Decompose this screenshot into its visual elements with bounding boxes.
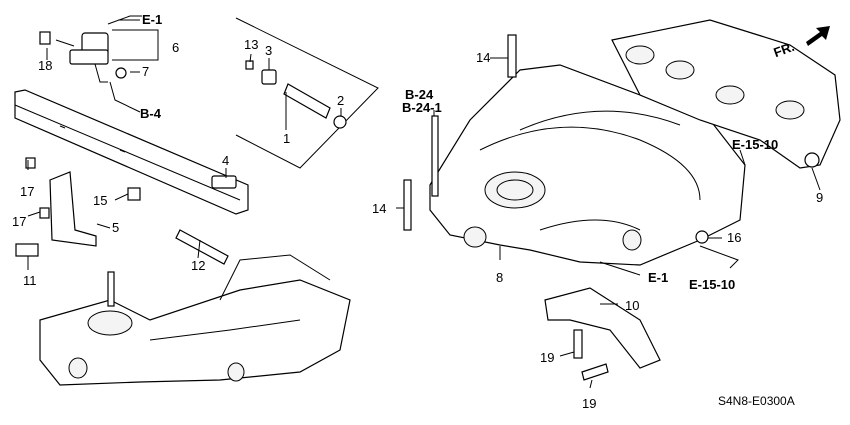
stud-b24 — [431, 115, 439, 197]
callout-19a: 19 — [540, 350, 554, 365]
callout-4: 4 — [222, 153, 229, 168]
callout-7: 7 — [142, 64, 149, 79]
callout-6: 6 — [172, 40, 179, 55]
fuel-rail — [14, 89, 249, 215]
callout-9: 9 — [816, 190, 823, 205]
callout-18: 18 — [38, 58, 52, 73]
ref-e15-10-bottom: E-15-10 — [689, 277, 735, 292]
bracket-10 — [544, 287, 661, 369]
callout-15: 15 — [93, 193, 107, 208]
bolt-19b — [581, 363, 609, 381]
callout-8: 8 — [496, 270, 503, 285]
callout-17a: 17 — [20, 184, 34, 199]
pressure-regulator — [69, 15, 142, 83]
intake-manifold-right — [403, 34, 746, 266]
callout-14a: 14 — [476, 50, 490, 65]
ref-e1-right: E-1 — [648, 270, 668, 285]
injector-12 — [175, 229, 229, 265]
o-ring-2 — [333, 115, 347, 129]
diagram-code: S4N8-E0300A — [718, 394, 795, 408]
nut-15 — [127, 187, 141, 201]
nut-16 — [695, 230, 709, 244]
direction-label: FR. — [772, 39, 797, 60]
ref-b24-1: B-24-1 — [402, 100, 442, 115]
bolt-17a — [25, 157, 36, 169]
intake-manifold-left — [39, 254, 351, 386]
callout-17b: 17 — [12, 214, 26, 229]
o-ring-7 — [115, 67, 127, 79]
cushion-3 — [261, 69, 277, 85]
callout-19b: 19 — [582, 396, 596, 411]
clip-11 — [15, 243, 39, 257]
bracket-5 — [49, 171, 97, 247]
injector-body — [283, 83, 331, 119]
bolt-19a — [573, 329, 583, 359]
ref-b24: B-24 — [405, 87, 434, 102]
callout-11: 11 — [23, 273, 37, 288]
ref-b4: B-4 — [140, 106, 162, 121]
ref-e15-10-top: E-15-10 — [732, 137, 778, 152]
callout-10: 10 — [625, 298, 639, 313]
seal-13 — [245, 60, 254, 70]
callout-13: 13 — [244, 37, 258, 52]
bolt-4 — [211, 175, 237, 189]
callout-1: 1 — [283, 131, 290, 146]
callout-2: 2 — [337, 93, 344, 108]
bolt-18-leader — [55, 39, 75, 47]
direction-arrow-icon — [806, 26, 830, 46]
bolt-17b — [39, 207, 50, 219]
callout-16: 16 — [727, 230, 741, 245]
callout-12: 12 — [191, 258, 205, 273]
callout-14b: 14 — [372, 201, 386, 216]
bolt-18 — [39, 31, 51, 45]
ref-e1-top: E-1 — [142, 12, 162, 27]
callout-5: 5 — [112, 220, 119, 235]
callout-3: 3 — [265, 43, 272, 58]
